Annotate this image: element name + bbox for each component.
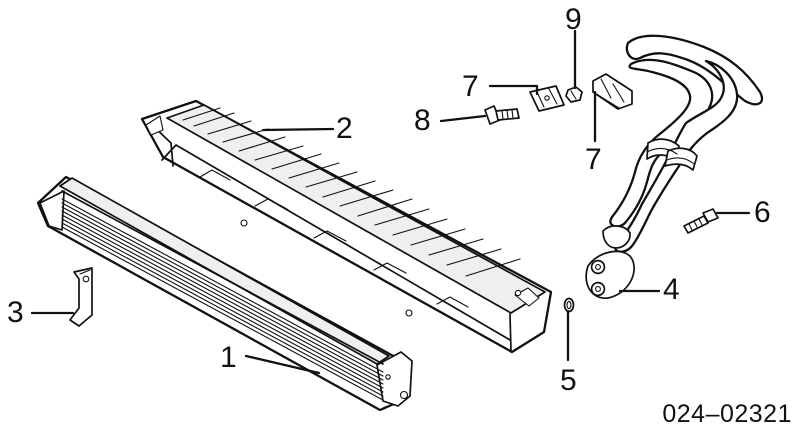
callout-cooler: 1 [220, 341, 237, 374]
callout-leader-lines [30, 29, 751, 375]
air-guide-shroud-illustration [140, 99, 553, 354]
nut-illustration [565, 86, 583, 103]
callout-screw-left: 8 [414, 104, 431, 137]
callout-clip-left: 7 [462, 70, 479, 103]
right-screw-illustration [683, 208, 719, 234]
callout-seal: 5 [560, 364, 577, 397]
oil-cooler-illustration [36, 175, 413, 412]
cooler-hoses-illustration [585, 34, 764, 299]
left-clip-illustration [529, 85, 565, 112]
diagram-reference-code: 024–02321 [662, 400, 792, 428]
bracket-illustration [69, 267, 93, 327]
callout-nut: 9 [565, 3, 582, 36]
seal-illustration [563, 297, 575, 313]
callout-bracket: 3 [7, 296, 24, 329]
left-screw-illustration [484, 105, 520, 125]
callout-hose-connector: 4 [663, 273, 680, 306]
callout-clip-right: 7 [585, 143, 602, 176]
callout-screw-right: 6 [754, 196, 771, 229]
right-clip-illustration [592, 73, 633, 110]
callout-shroud: 2 [336, 112, 353, 145]
